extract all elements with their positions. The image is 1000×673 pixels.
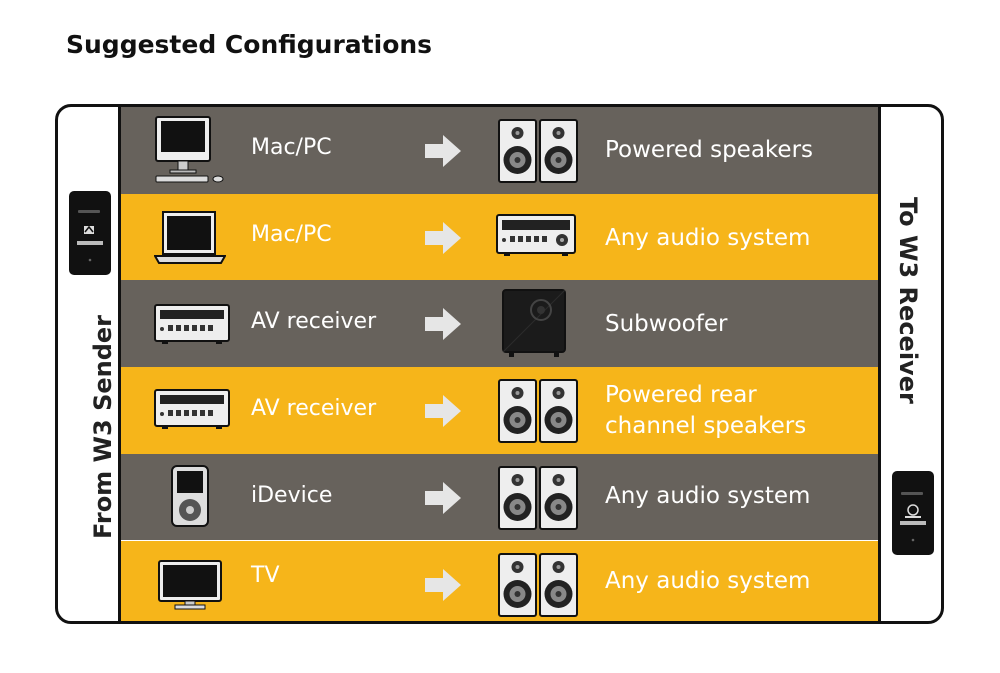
destination-label: Any audio system xyxy=(605,567,811,594)
from-sender-label: From W3 Sender xyxy=(89,314,117,539)
to-receiver-label: To W3 Receiver xyxy=(894,197,922,404)
page-title: Suggested Configurations xyxy=(66,30,433,59)
destination-label: Any audio system xyxy=(605,482,811,509)
destination-label: Any audio system xyxy=(605,224,811,251)
source-label: AV receiver xyxy=(251,396,377,422)
w3-receiver-device-icon xyxy=(892,471,934,555)
tv-icon xyxy=(158,559,222,609)
arrow-right-icon xyxy=(425,221,461,254)
av-receiver-icon xyxy=(154,304,230,345)
imac-icon xyxy=(155,116,224,183)
config-row: iDevice Any audio system xyxy=(121,453,878,541)
av-receiver-icon xyxy=(154,389,230,430)
destination-label: Subwoofer xyxy=(605,311,728,338)
source-label: iDevice xyxy=(251,482,333,508)
destination-label-line: Powered rear xyxy=(605,382,757,409)
destination-label: Powered rear channel speakers xyxy=(605,380,806,442)
configuration-rows: Mac/PC Powered speakers xyxy=(121,107,878,621)
config-row: Mac/PC Powered speakers xyxy=(121,107,878,194)
laptop-icon xyxy=(154,210,226,264)
sender-column: From W3 Sender xyxy=(58,107,121,621)
source-label: AV receiver xyxy=(251,309,377,335)
source-label: TV xyxy=(251,562,280,588)
audio-receiver-icon xyxy=(496,213,576,256)
source-label: Mac/PC xyxy=(251,221,332,247)
powered-speakers-icon xyxy=(498,119,578,183)
config-row: Mac/PC Any audio system xyxy=(121,193,878,281)
powered-speakers-icon xyxy=(498,379,578,444)
arrow-right-icon xyxy=(425,481,461,514)
destination-label-line: channel speakers xyxy=(605,413,807,440)
config-row: AV receiver Powered rear channel speak xyxy=(121,367,878,454)
configuration-panel: From W3 Sender Mac/PC xyxy=(55,104,944,624)
destination-label: Powered speakers xyxy=(605,137,814,163)
config-row: TV Any audio system xyxy=(121,540,878,621)
arrow-right-icon xyxy=(425,135,461,167)
arrow-right-icon xyxy=(425,308,461,341)
source-label: Mac/PC xyxy=(251,135,332,160)
receiver-column: To W3 Receiver xyxy=(878,107,941,621)
subwoofer-icon xyxy=(502,289,566,358)
w3-sender-device-icon xyxy=(69,191,111,275)
ipod-icon xyxy=(171,464,209,527)
config-row: AV receiver Subwoofer xyxy=(121,280,878,368)
arrow-right-icon xyxy=(425,568,461,601)
arrow-right-icon xyxy=(425,395,461,428)
powered-speakers-icon xyxy=(498,465,578,530)
powered-speakers-icon xyxy=(498,552,578,617)
